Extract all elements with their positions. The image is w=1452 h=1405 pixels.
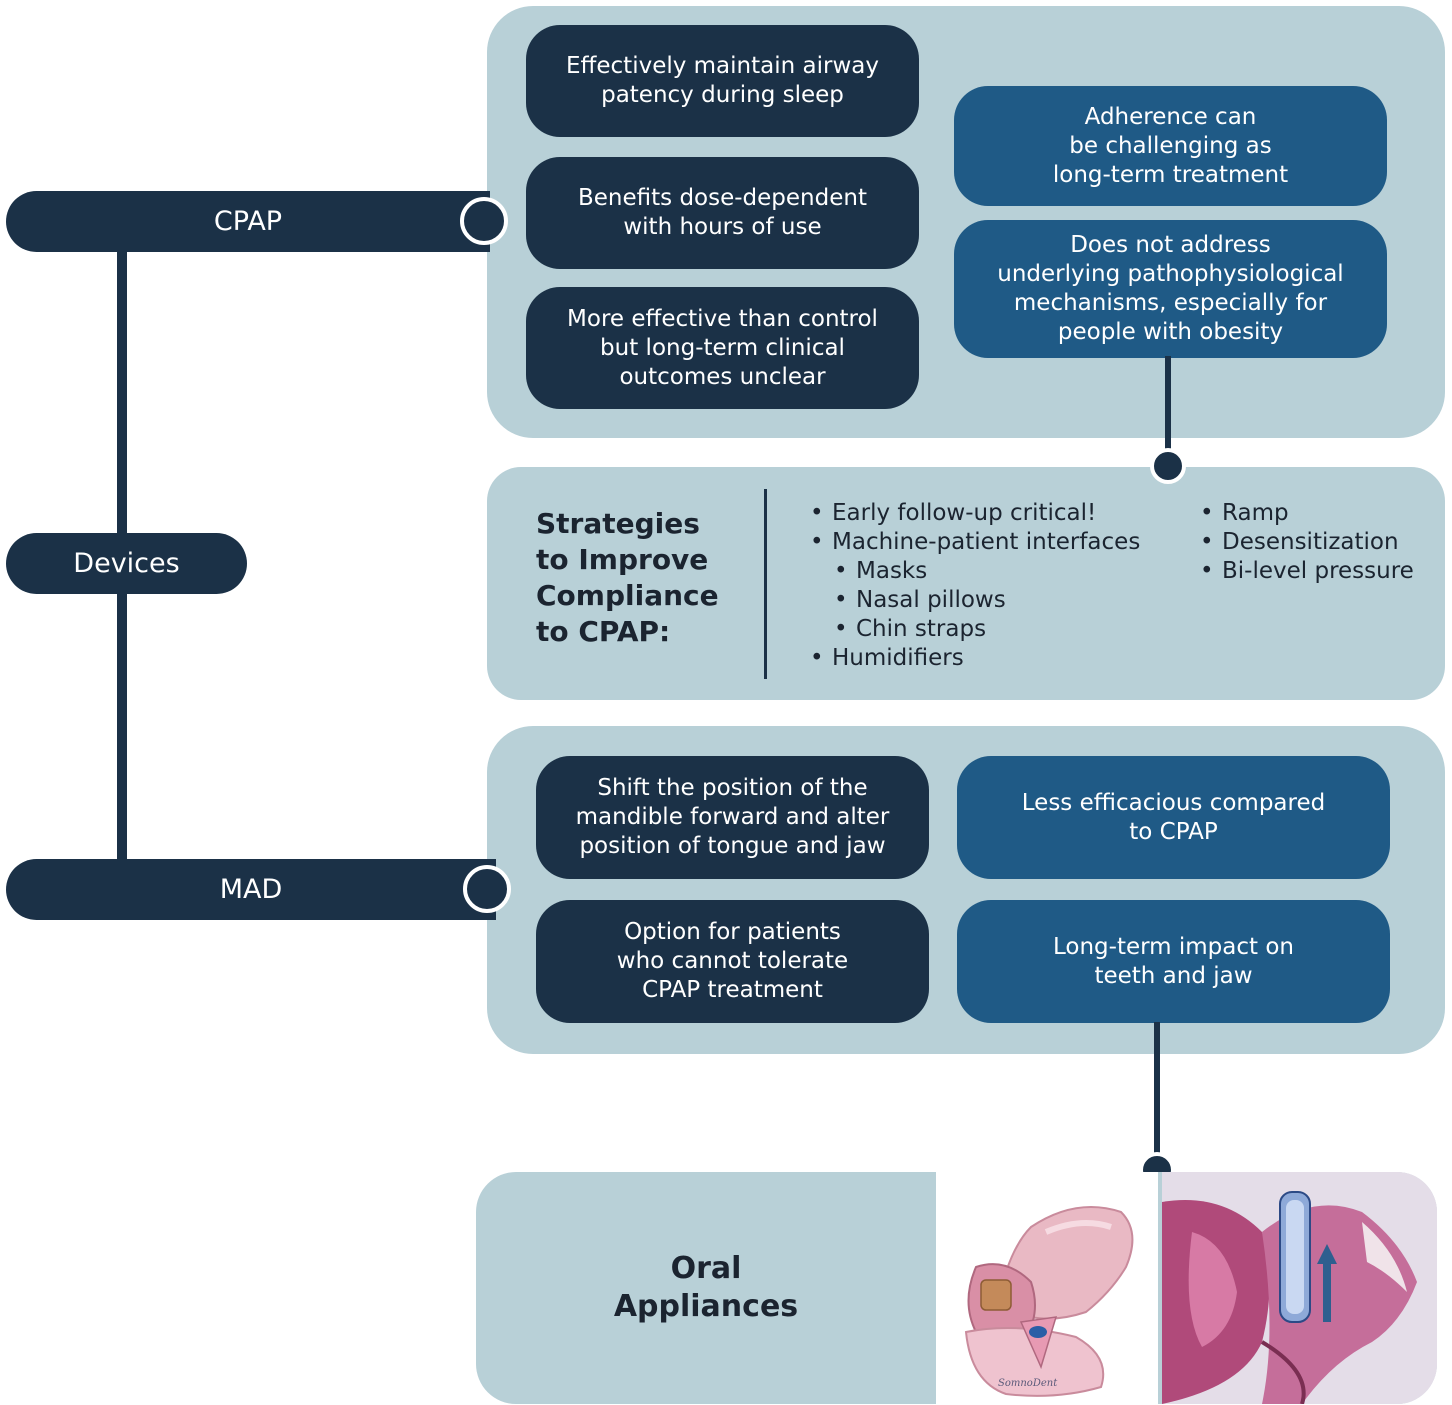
strategy-item: Machine-patient interfaces bbox=[810, 528, 1180, 557]
tree-line-upper bbox=[117, 240, 127, 540]
mad-con-2: Long-term impact on teeth and jaw bbox=[957, 900, 1390, 1023]
strategy-item: Ramp bbox=[1200, 499, 1440, 528]
strategy-item: Bi-level pressure bbox=[1200, 557, 1440, 586]
oral-connector-line bbox=[1154, 1022, 1160, 1154]
cpap-pro-3: More effective than control but long-ter… bbox=[526, 287, 919, 409]
strategy-item: Early follow-up critical! bbox=[810, 499, 1180, 528]
strategies-title: Strategies to Improve Compliance to CPAP… bbox=[536, 507, 719, 648]
mad-con-1: Less efficacious compared to CPAP bbox=[957, 756, 1390, 879]
strategies-connector-dot bbox=[1150, 448, 1186, 484]
cpap-pro-2: Benefits dose-dependent with hours of us… bbox=[526, 157, 919, 269]
oral-appliances-title-box: Oral Appliances bbox=[476, 1172, 936, 1404]
cpap-connector-ring bbox=[460, 197, 508, 245]
cpap-con-1: Adherence can be challenging as long-ter… bbox=[954, 86, 1387, 206]
cpap-node: CPAP bbox=[6, 191, 490, 252]
strategy-item: Humidifiers bbox=[810, 644, 1180, 673]
mad-pro-2: Option for patients who cannot tolerate … bbox=[536, 900, 929, 1023]
strategy-subitem: Chin straps bbox=[834, 615, 1180, 644]
strategies-divider bbox=[764, 489, 767, 679]
mouthguard-image: SomnoDent bbox=[964, 1206, 1134, 1397]
cpap-label: CPAP bbox=[213, 206, 283, 237]
strategies-connector-line bbox=[1165, 356, 1171, 452]
cpap-pro-1: Effectively maintain airway patency duri… bbox=[526, 25, 919, 137]
devices-label: Devices bbox=[73, 548, 180, 579]
devices-node: Devices bbox=[6, 533, 247, 594]
mad-connector-ring bbox=[463, 865, 511, 913]
device-brand-label: SomnoDent bbox=[998, 1378, 1058, 1389]
airway-diagram-image bbox=[1162, 1172, 1437, 1404]
strategy-subitem: Nasal pillows bbox=[834, 586, 1180, 615]
strategy-item: Desensitization bbox=[1200, 528, 1440, 557]
strategy-subitem: Masks bbox=[834, 557, 1180, 586]
tree-line-lower bbox=[117, 590, 127, 870]
strategies-list-col2: Ramp Desensitization Bi-level pressure bbox=[1200, 499, 1440, 586]
mad-device-photo: SomnoDent bbox=[936, 1172, 1158, 1404]
strategies-list-col1: Early follow-up critical! Machine-patien… bbox=[810, 499, 1180, 673]
oral-appliances-title: Oral Appliances bbox=[613, 1251, 799, 1324]
mad-label: MAD bbox=[219, 874, 283, 905]
mad-node: MAD bbox=[6, 859, 496, 920]
oral-appliances-panel: Oral Appliances SomnoDent bbox=[476, 1172, 1437, 1404]
mad-pro-1: Shift the position of the mandible forwa… bbox=[536, 756, 929, 879]
cpap-con-2: Does not address underlying pathophysiol… bbox=[954, 220, 1387, 358]
airway-illustration bbox=[1162, 1172, 1437, 1404]
